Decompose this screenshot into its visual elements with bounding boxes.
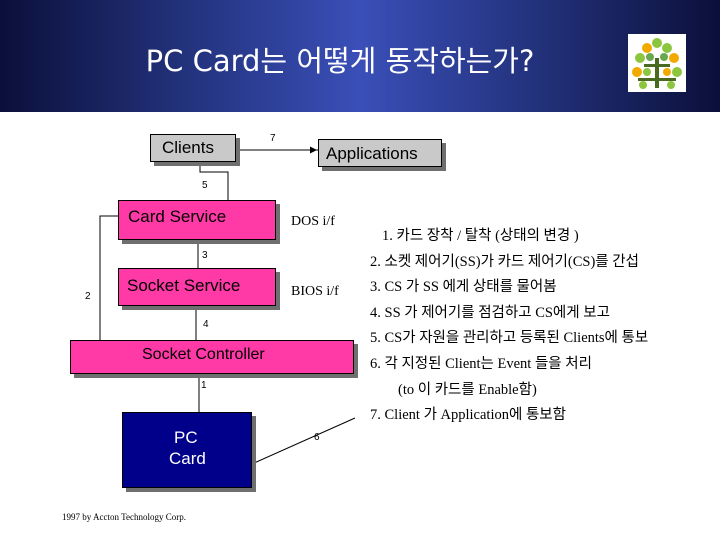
step-number-3: 3 [202, 250, 208, 261]
step-number-2: 2 [85, 291, 91, 302]
clients-label: Clients [162, 138, 214, 157]
copyright-footer: 1997 by Accton Technology Corp. [62, 512, 186, 522]
socket-service-box [118, 268, 276, 306]
step-number-7: 7 [270, 133, 276, 144]
title-band [0, 0, 720, 112]
step-item: (to 이 카드를 Enable함) [398, 381, 537, 398]
step-item: 3. CS 가 SS 에게 상태를 물어봄 [370, 279, 557, 296]
step-number-1: 1 [201, 380, 207, 391]
pc-card-label-line2: Card [169, 449, 206, 468]
pc-card-box [122, 412, 252, 488]
step-number-5: 5 [202, 180, 208, 191]
step-item: 7. Client 가 Application에 통보함 [370, 407, 566, 424]
steps-list: 1. 카드 장착 / 탈착 (상태의 변경 ) 2. 소켓 제어기(SS)가 카… [370, 224, 715, 429]
pc-card-label-line1: PC [174, 428, 198, 447]
socket-service-label: Socket Service [127, 276, 241, 295]
step-item: 5. CS가 자원을 관리하고 등록된 Clients에 통보 [370, 330, 649, 347]
step-item: 4. SS 가 제어기를 점검하고 CS에게 보고 [370, 304, 610, 321]
bios-interface-label: BIOS i/f [291, 284, 339, 299]
card-service-label: Card Service [128, 207, 227, 226]
step-item: 1. 카드 장착 / 탈착 (상태의 변경 ) [382, 228, 579, 244]
line-pc-card-event [251, 417, 356, 465]
step-number-4: 4 [203, 319, 209, 330]
step-number-6: 6 [314, 432, 320, 443]
line-clients-card-service [199, 164, 229, 200]
tree-logo-icon [628, 34, 686, 92]
socket-controller-label: Socket Controller [142, 346, 265, 363]
step-item: 2. 소켓 제어기(SS)가 카드 제어기(CS)를 간섭 [370, 253, 639, 270]
dos-interface-label: DOS i/f [291, 214, 335, 229]
card-service-box [118, 200, 276, 240]
applications-label: Applications [326, 144, 418, 163]
step-item: 6. 각 지정된 Client는 Event 들을 처리 [370, 355, 592, 372]
clients-box [150, 134, 236, 162]
socket-controller-box [70, 340, 354, 374]
applications-box [318, 139, 442, 167]
page-title: PC Card는 어떻게 동작하는가? [145, 44, 535, 78]
